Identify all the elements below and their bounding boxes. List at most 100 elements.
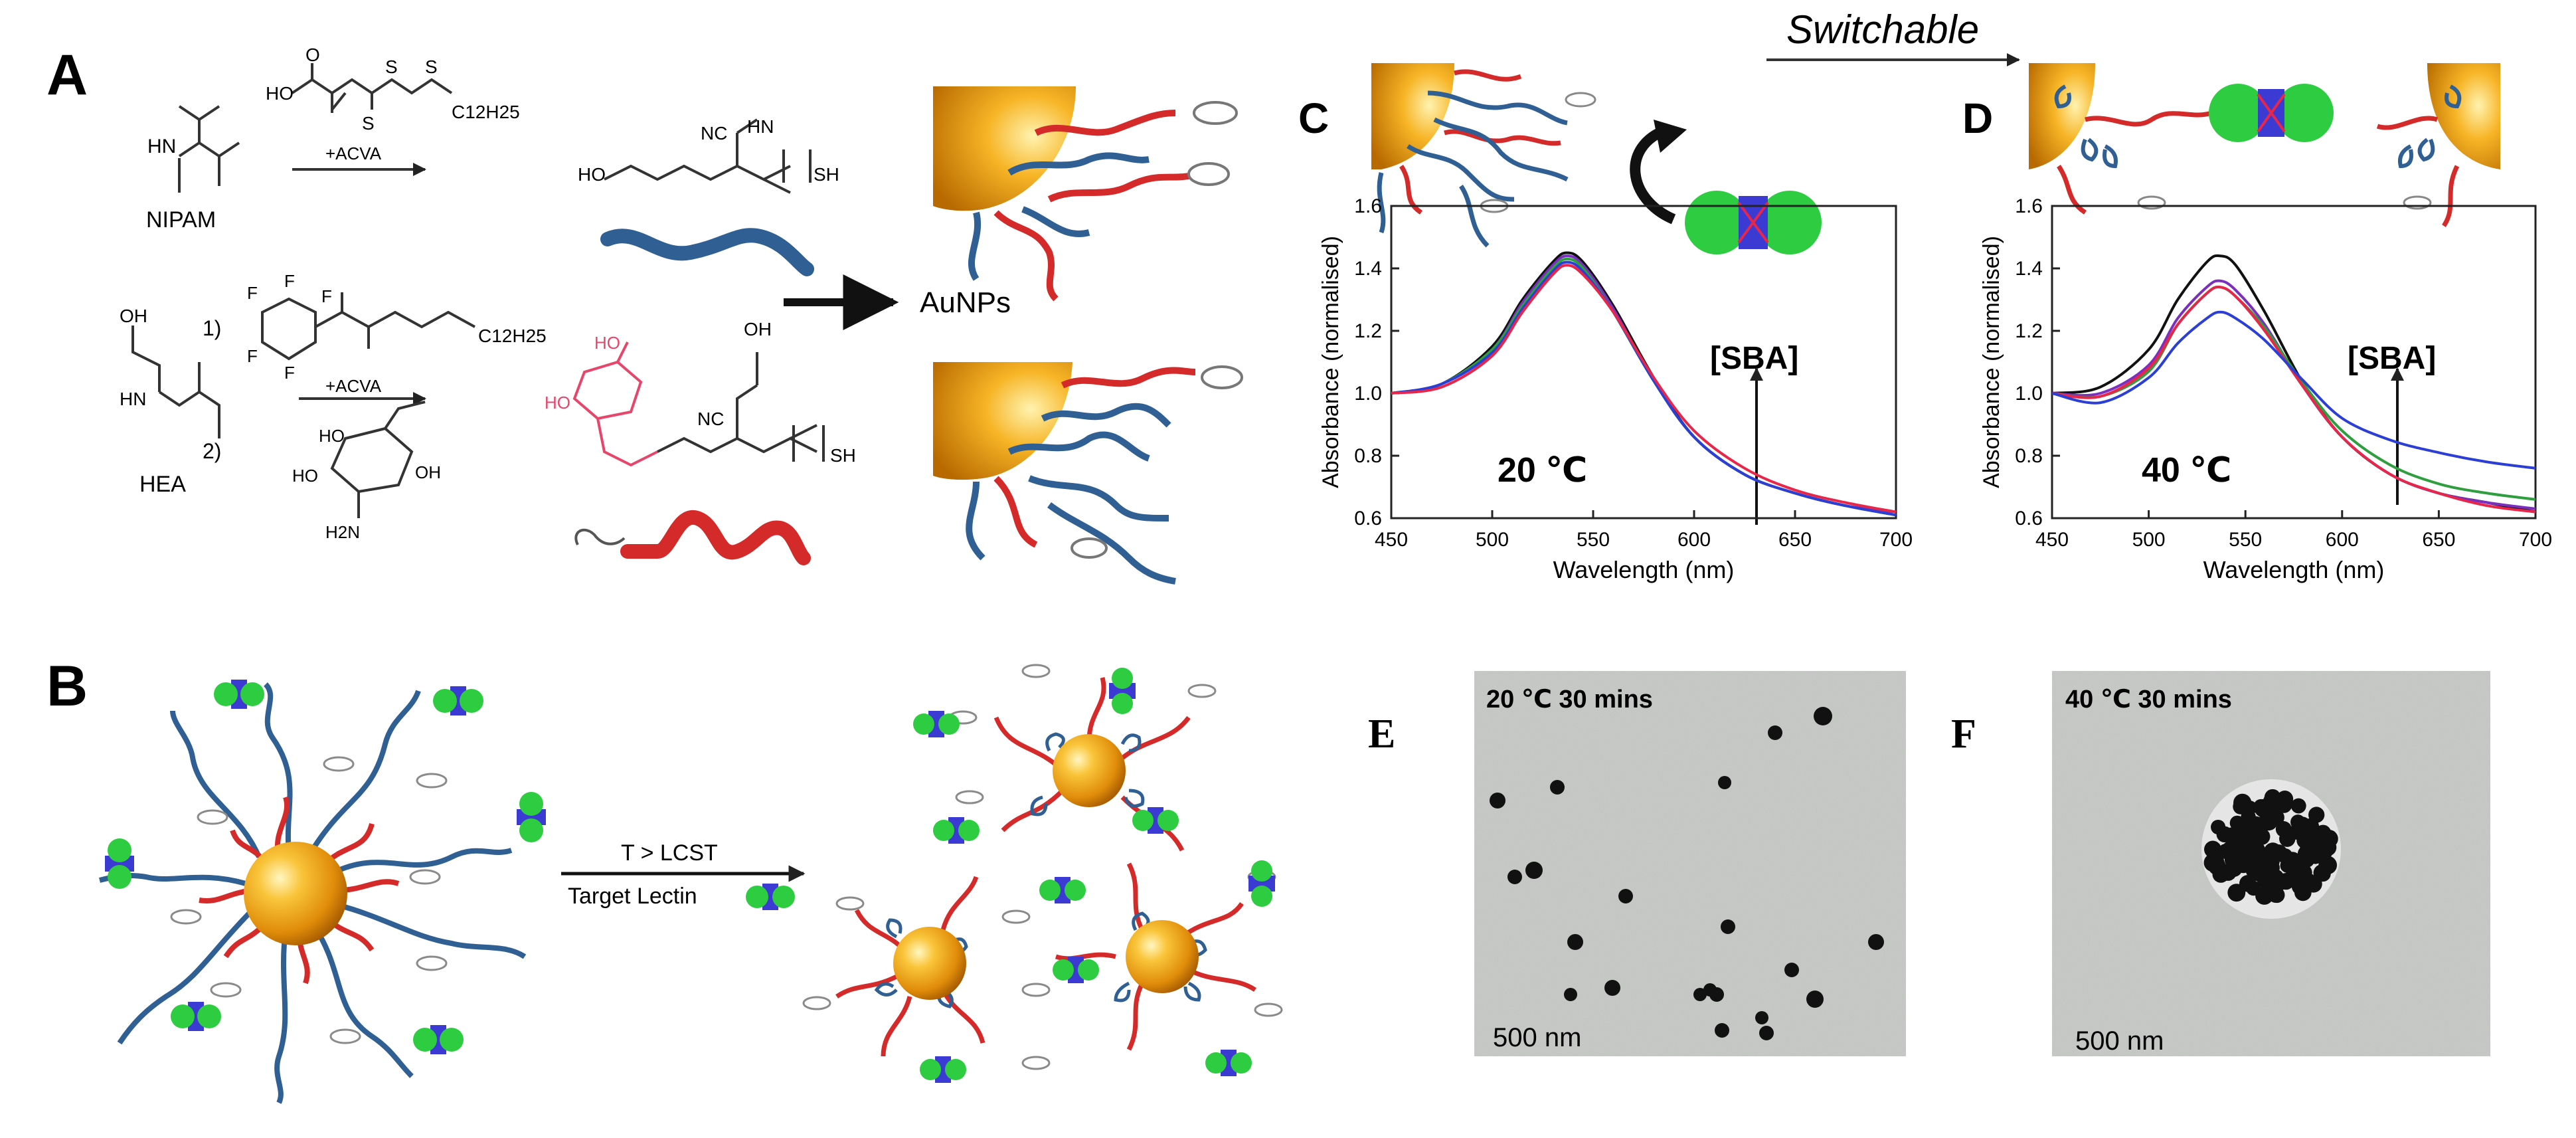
panel-b: B xyxy=(46,654,1283,1104)
series-line-c-4 xyxy=(1391,264,1897,514)
series-line-d-4 xyxy=(2051,310,2536,470)
switchable-header: Switchable xyxy=(1766,7,2020,66)
x-tick-label-c-2: 550 xyxy=(1577,529,1610,551)
nipam-structure xyxy=(178,105,240,193)
aunp-top xyxy=(933,86,1238,302)
reagent-acva-bottom: +ACVA xyxy=(325,376,382,396)
label-s2: S xyxy=(362,113,375,134)
label-hea: HEA xyxy=(139,472,186,497)
tem-particle-f xyxy=(2261,801,2278,818)
tem-particles-e xyxy=(1490,707,1884,1040)
aunp-aggregated xyxy=(802,664,1283,1083)
label-nc-glyco: NC xyxy=(697,409,724,429)
y-tick-label-d-5: 1.6 xyxy=(2015,195,2043,217)
label-s1: S xyxy=(385,56,398,77)
pnipam-polymer xyxy=(604,118,812,194)
pnipam-chain-cartoon xyxy=(600,228,814,276)
label-c12-top: C12H25 xyxy=(452,102,520,122)
panel-c: C xyxy=(1298,63,1913,583)
raft-agent-top xyxy=(291,63,453,113)
y-tick-label-d-3: 1.2 xyxy=(2015,320,2043,342)
tem-particle-f xyxy=(2263,842,2282,861)
panel-d: D xyxy=(1962,63,2552,583)
tem-particle-f xyxy=(2225,859,2243,877)
step-1: 1) xyxy=(203,316,221,340)
label-t-lcst: T > LCST xyxy=(621,840,718,866)
tem-particle-f xyxy=(2292,856,2308,873)
y-tick-label-d-1: 0.8 xyxy=(2015,445,2043,467)
label-aunps: AuNPs xyxy=(920,286,1011,319)
scale-f: 500 nm xyxy=(2075,1026,2164,1056)
label-s3: S xyxy=(425,56,438,77)
label-sba-d: [SBA] xyxy=(2348,341,2436,376)
galactosamine xyxy=(330,401,426,518)
glycopolymer-chain-cartoon xyxy=(620,510,811,565)
series-line-d-3 xyxy=(2051,285,2536,514)
tem-particle-f xyxy=(2318,838,2337,856)
label-c12-bottom: C12H25 xyxy=(478,326,547,346)
plot-frame-c xyxy=(1390,205,1897,520)
label-oh-sugar: OH xyxy=(415,462,441,482)
label-f3: F xyxy=(321,286,332,306)
tem-particle-f xyxy=(2308,806,2325,823)
label-target-lectin: Target Lectin xyxy=(568,884,697,909)
label-ho-glyco2: HO xyxy=(545,393,570,413)
panel-f: F 40 ℃ 30 mins 500 nm xyxy=(1951,671,2490,1056)
y-axis-label-d: Absorbance (normalised) xyxy=(1979,236,2004,488)
x-tick-label-c-4: 650 xyxy=(1778,529,1812,551)
tem-particle-f xyxy=(2270,874,2285,890)
label-sh-glyco: SH xyxy=(830,445,856,466)
label-ho-pnipam: HO xyxy=(578,164,606,185)
lectin-icons-left xyxy=(105,680,546,1054)
series-line-d-2 xyxy=(2051,285,2536,501)
label-sh-pnipam: SH xyxy=(814,164,839,185)
tem-particle-f xyxy=(2242,801,2257,816)
pfp-raft-agent xyxy=(261,292,475,361)
glycopolymer xyxy=(657,352,825,462)
scale-e: 500 nm xyxy=(1493,1023,1581,1052)
x-tick-label-d-1: 500 xyxy=(2132,529,2166,551)
panel-a: A HN NIPAM HO O S S S C12H25 +ACVA OH HN… xyxy=(46,43,1243,585)
label-nipam: NIPAM xyxy=(146,207,216,233)
y-tick-label-d-2: 1.0 xyxy=(2015,383,2043,405)
label-oh-glyco: OH xyxy=(744,319,772,339)
series-line-c-2 xyxy=(1391,257,1897,517)
x-tick-label-d-0: 450 xyxy=(2035,529,2069,551)
panel-c-cartoon xyxy=(1371,63,1822,254)
label-hn-pnipam: HN xyxy=(747,116,774,137)
panel-letter-f: F xyxy=(1951,711,1976,757)
tem-particle-f xyxy=(2308,828,2324,844)
panel-letter-b: B xyxy=(46,654,88,718)
y-tick-label-c-1: 0.8 xyxy=(1354,445,1382,467)
label-f2: F xyxy=(284,271,295,291)
label-f4: F xyxy=(247,346,258,366)
caption-f: 40 ℃ 30 mins xyxy=(2065,686,2232,713)
label-sba-c: [SBA] xyxy=(1710,341,1798,376)
panel-d-cartoon xyxy=(2029,63,2500,227)
aunp-bottom xyxy=(933,362,1243,585)
y-axis-label-c: Absorbance (normalised) xyxy=(1318,236,1343,488)
tem-particle-f xyxy=(2263,860,2280,876)
tem-particle-f xyxy=(2237,830,2254,847)
x-tick-label-c-3: 600 xyxy=(1677,529,1711,551)
label-temp-d: 40 ℃ xyxy=(2142,451,2231,490)
y-tick-label-c-5: 1.6 xyxy=(1354,195,1382,217)
label-o-top: O xyxy=(305,45,320,65)
tem-particle-f xyxy=(2203,840,2222,858)
tem-particle-f xyxy=(2212,866,2229,883)
panel-letter-a: A xyxy=(46,43,88,107)
tem-particle-f xyxy=(2264,789,2281,806)
label-f1: F xyxy=(247,283,258,303)
tem-particle-f xyxy=(2246,880,2261,896)
glycopolymer-sugar xyxy=(572,341,658,467)
panel-letter-c: C xyxy=(1298,94,1329,142)
label-ho-glyco1: HO xyxy=(594,333,620,353)
label-hn-nipam: HN xyxy=(147,136,176,157)
x-axis-label-c: Wavelength (nm) xyxy=(1553,556,1735,583)
x-tick-label-d-5: 700 xyxy=(2519,529,2552,551)
y-tick-label-d-4: 1.4 xyxy=(2015,258,2043,280)
panel-letter-e: E xyxy=(1368,711,1395,757)
series-line-c-3 xyxy=(1391,260,1897,517)
caption-e: 20 ℃ 30 mins xyxy=(1486,686,1653,713)
